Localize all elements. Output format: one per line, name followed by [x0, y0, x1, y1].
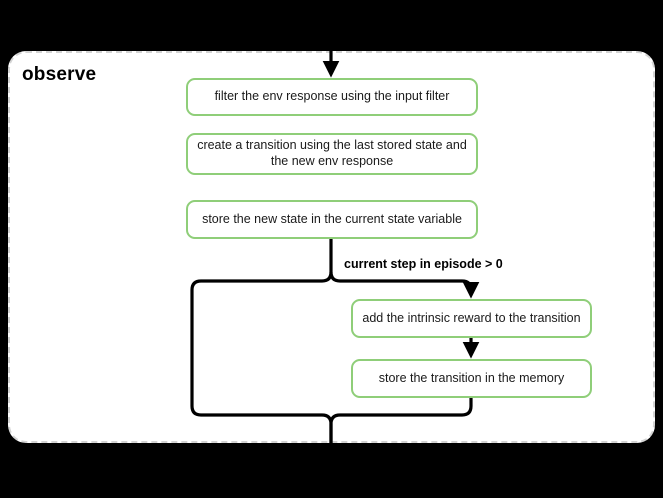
node-filter-env-response[interactable]: filter the env response using the input … [186, 78, 478, 116]
node-store-transition-memory[interactable]: store the transition in the memory [351, 359, 592, 398]
node-add-intrinsic-reward[interactable]: add the intrinsic reward to the transiti… [351, 299, 592, 338]
branch-condition-label: current step in episode > 0 [344, 257, 503, 271]
node-create-transition[interactable]: create a transition using the last store… [186, 133, 478, 175]
node-store-new-state[interactable]: store the new state in the current state… [186, 200, 478, 239]
group-title: observe [22, 64, 97, 85]
